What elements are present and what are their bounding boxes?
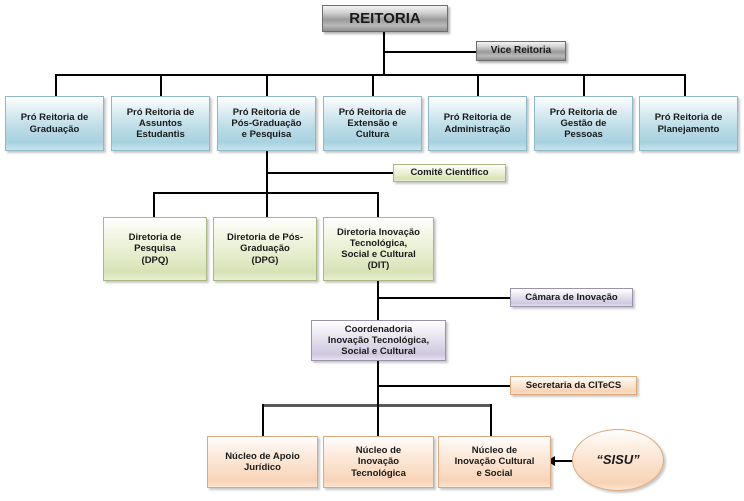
connector-drop-5	[477, 74, 479, 96]
node-nucleo-apoio-juridico-label: Núcleo de Apoio Jurídico	[225, 450, 300, 473]
connector-diretoria-drop-3	[377, 192, 379, 217]
connector-diretoria-drop-2	[266, 192, 268, 217]
connector-nucleo-drop-1	[262, 404, 264, 437]
connector-reitoria-vice	[383, 51, 476, 53]
node-diretoria-pesquisa-label: Diretoria de Pesquisa (DPQ)	[128, 232, 182, 266]
connector-coordenadoria-secretaria	[377, 385, 510, 387]
node-diretoria-pesquisa[interactable]: Diretoria de Pesquisa (DPQ)	[103, 217, 207, 281]
node-nucleo-inovacao-cultural-social[interactable]: Núcleo de Inovação Cultural e Social	[438, 436, 551, 488]
node-vice-reitoria[interactable]: Vice Reitoria	[476, 41, 566, 61]
node-camara-inovacao-label: Câmara de Inovação	[525, 291, 618, 303]
connector-diretoria-drop-1	[153, 192, 155, 217]
node-pro-reitoria-assuntos-estudantis[interactable]: Pró Reitoria de Assuntos Estudantis	[111, 96, 210, 151]
node-vice-reitoria-label: Vice Reitoria	[490, 45, 552, 57]
node-diretoria-inovacao-dit-label: Diretoria Inovação Tecnológica, Social e…	[337, 226, 420, 272]
node-diretoria-inovacao-dit[interactable]: Diretoria Inovação Tecnológica, Social e…	[323, 217, 434, 281]
connector-coordenadoria-stem	[377, 361, 379, 406]
node-pro-reitoria-administracao-label: Pró Reitoria de Administração	[443, 112, 512, 135]
node-coordenadoria-citecs[interactable]: Coordenadoria Inovação Tecnológica, Soci…	[311, 320, 446, 361]
node-nucleo-apoio-juridico[interactable]: Núcleo de Apoio Jurídico	[207, 436, 318, 488]
connector-dit-stem	[377, 281, 379, 320]
connector-drop-3	[266, 74, 268, 96]
node-sisu[interactable]: “SISU”	[572, 429, 664, 491]
node-pro-reitoria-extensao-cultura[interactable]: Pró Reitoria de Extensão e Cultura	[323, 96, 422, 151]
node-comite-cientifico[interactable]: Comitê Cientifico	[393, 164, 506, 182]
connector-drop-2	[160, 74, 162, 96]
node-pro-reitoria-gestao-pessoas-label: Pró Reitoria de Gestão de Pessoas	[549, 106, 618, 141]
node-pro-reitoria-pos-graduacao-pesquisa-label: Pró Reitoria de Pós-Graduação e Pesquisa	[231, 106, 302, 141]
node-pro-reitoria-gestao-pessoas[interactable]: Pró Reitoria de Gestão de Pessoas	[534, 96, 633, 151]
node-pro-reitoria-pos-graduacao-pesquisa[interactable]: Pró Reitoria de Pós-Graduação e Pesquisa	[217, 96, 316, 151]
connector-nucleo-drop-2	[377, 404, 379, 437]
node-diretoria-pos-graduacao[interactable]: Diretoria de Pós- Graduação (DPG)	[213, 217, 317, 281]
connector-drop-6	[583, 74, 585, 96]
node-pro-reitoria-planejamento[interactable]: Pró Reitoria de Planejamento	[639, 96, 738, 151]
connector-drop-1	[55, 74, 57, 96]
connector-dit-camara	[377, 297, 510, 299]
node-secretaria-citecs-label: Secretaria da CITeCS	[525, 379, 622, 391]
node-secretaria-citecs[interactable]: Secretaria da CITeCS	[510, 376, 637, 395]
node-comite-cientifico-label: Comitê Cientifico	[410, 167, 489, 179]
connector-posgrad-comite	[266, 172, 393, 174]
node-pro-reitoria-assuntos-estudantis-label: Pró Reitoria de Assuntos Estudantis	[126, 106, 195, 141]
node-nucleo-inovacao-tecnologica[interactable]: Núcleo de Inovação Tecnológica	[323, 436, 434, 488]
node-coordenadoria-citecs-label: Coordenadoria Inovação Tecnológica, Soci…	[327, 323, 430, 358]
node-camara-inovacao[interactable]: Câmara de Inovação	[510, 288, 633, 307]
node-pro-reitoria-graduacao-label: Pró Reitoria de Graduação	[20, 112, 89, 135]
connector-drop-4	[372, 74, 374, 96]
node-pro-reitoria-extensao-cultura-label: Pró Reitoria de Extensão e Cultura	[338, 106, 407, 141]
node-reitoria[interactable]: REITORIA	[322, 5, 448, 32]
node-reitoria-label: REITORIA	[349, 9, 421, 27]
node-diretoria-pos-graduacao-label: Diretoria de Pós- Graduação (DPG)	[226, 232, 304, 266]
connector-nucleo-drop-3	[490, 404, 492, 437]
node-pro-reitoria-administracao[interactable]: Pró Reitoria de Administração	[428, 96, 527, 151]
node-nucleo-inovacao-cultural-social-label: Núcleo de Inovação Cultural e Social	[454, 445, 535, 479]
node-pro-reitoria-planejamento-label: Pró Reitoria de Planejamento	[654, 112, 723, 135]
node-sisu-label: “SISU”	[596, 452, 640, 468]
connector-proreitoria-bus	[55, 74, 685, 76]
connector-reitoria-stem	[383, 32, 385, 74]
node-pro-reitoria-graduacao[interactable]: Pró Reitoria de Graduação	[5, 96, 104, 151]
node-nucleo-inovacao-tecnologica-label: Núcleo de Inovação Tecnológica	[351, 445, 406, 479]
connector-nucleo-sisu	[551, 460, 577, 462]
connector-drop-7	[684, 74, 686, 96]
